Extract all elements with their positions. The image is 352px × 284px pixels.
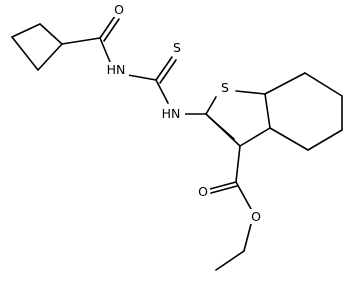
carbonyl-oxygen-label: O bbox=[114, 2, 124, 17]
ester-ether-oxygen-label: O bbox=[251, 209, 261, 224]
cyclobutane-ring bbox=[11, 23, 63, 71]
thiophene-ring bbox=[205, 90, 271, 147]
ester-carbonyl-oxygen-label: O bbox=[198, 184, 208, 199]
thiocarbonyl-sulfur-label: S bbox=[173, 40, 181, 55]
acyl-carbonyl bbox=[61, 15, 120, 63]
atom-labels: O HN S HN S O O bbox=[103, 2, 263, 224]
ethyl-ester bbox=[209, 145, 252, 271]
thioamide-nh-label: HN bbox=[162, 106, 181, 121]
thiophene-sulfur-label: S bbox=[221, 80, 229, 95]
thiourea-core bbox=[127, 56, 207, 115]
cyclohexene-ring bbox=[264, 72, 343, 151]
amide-nh-label: HN bbox=[107, 62, 126, 77]
